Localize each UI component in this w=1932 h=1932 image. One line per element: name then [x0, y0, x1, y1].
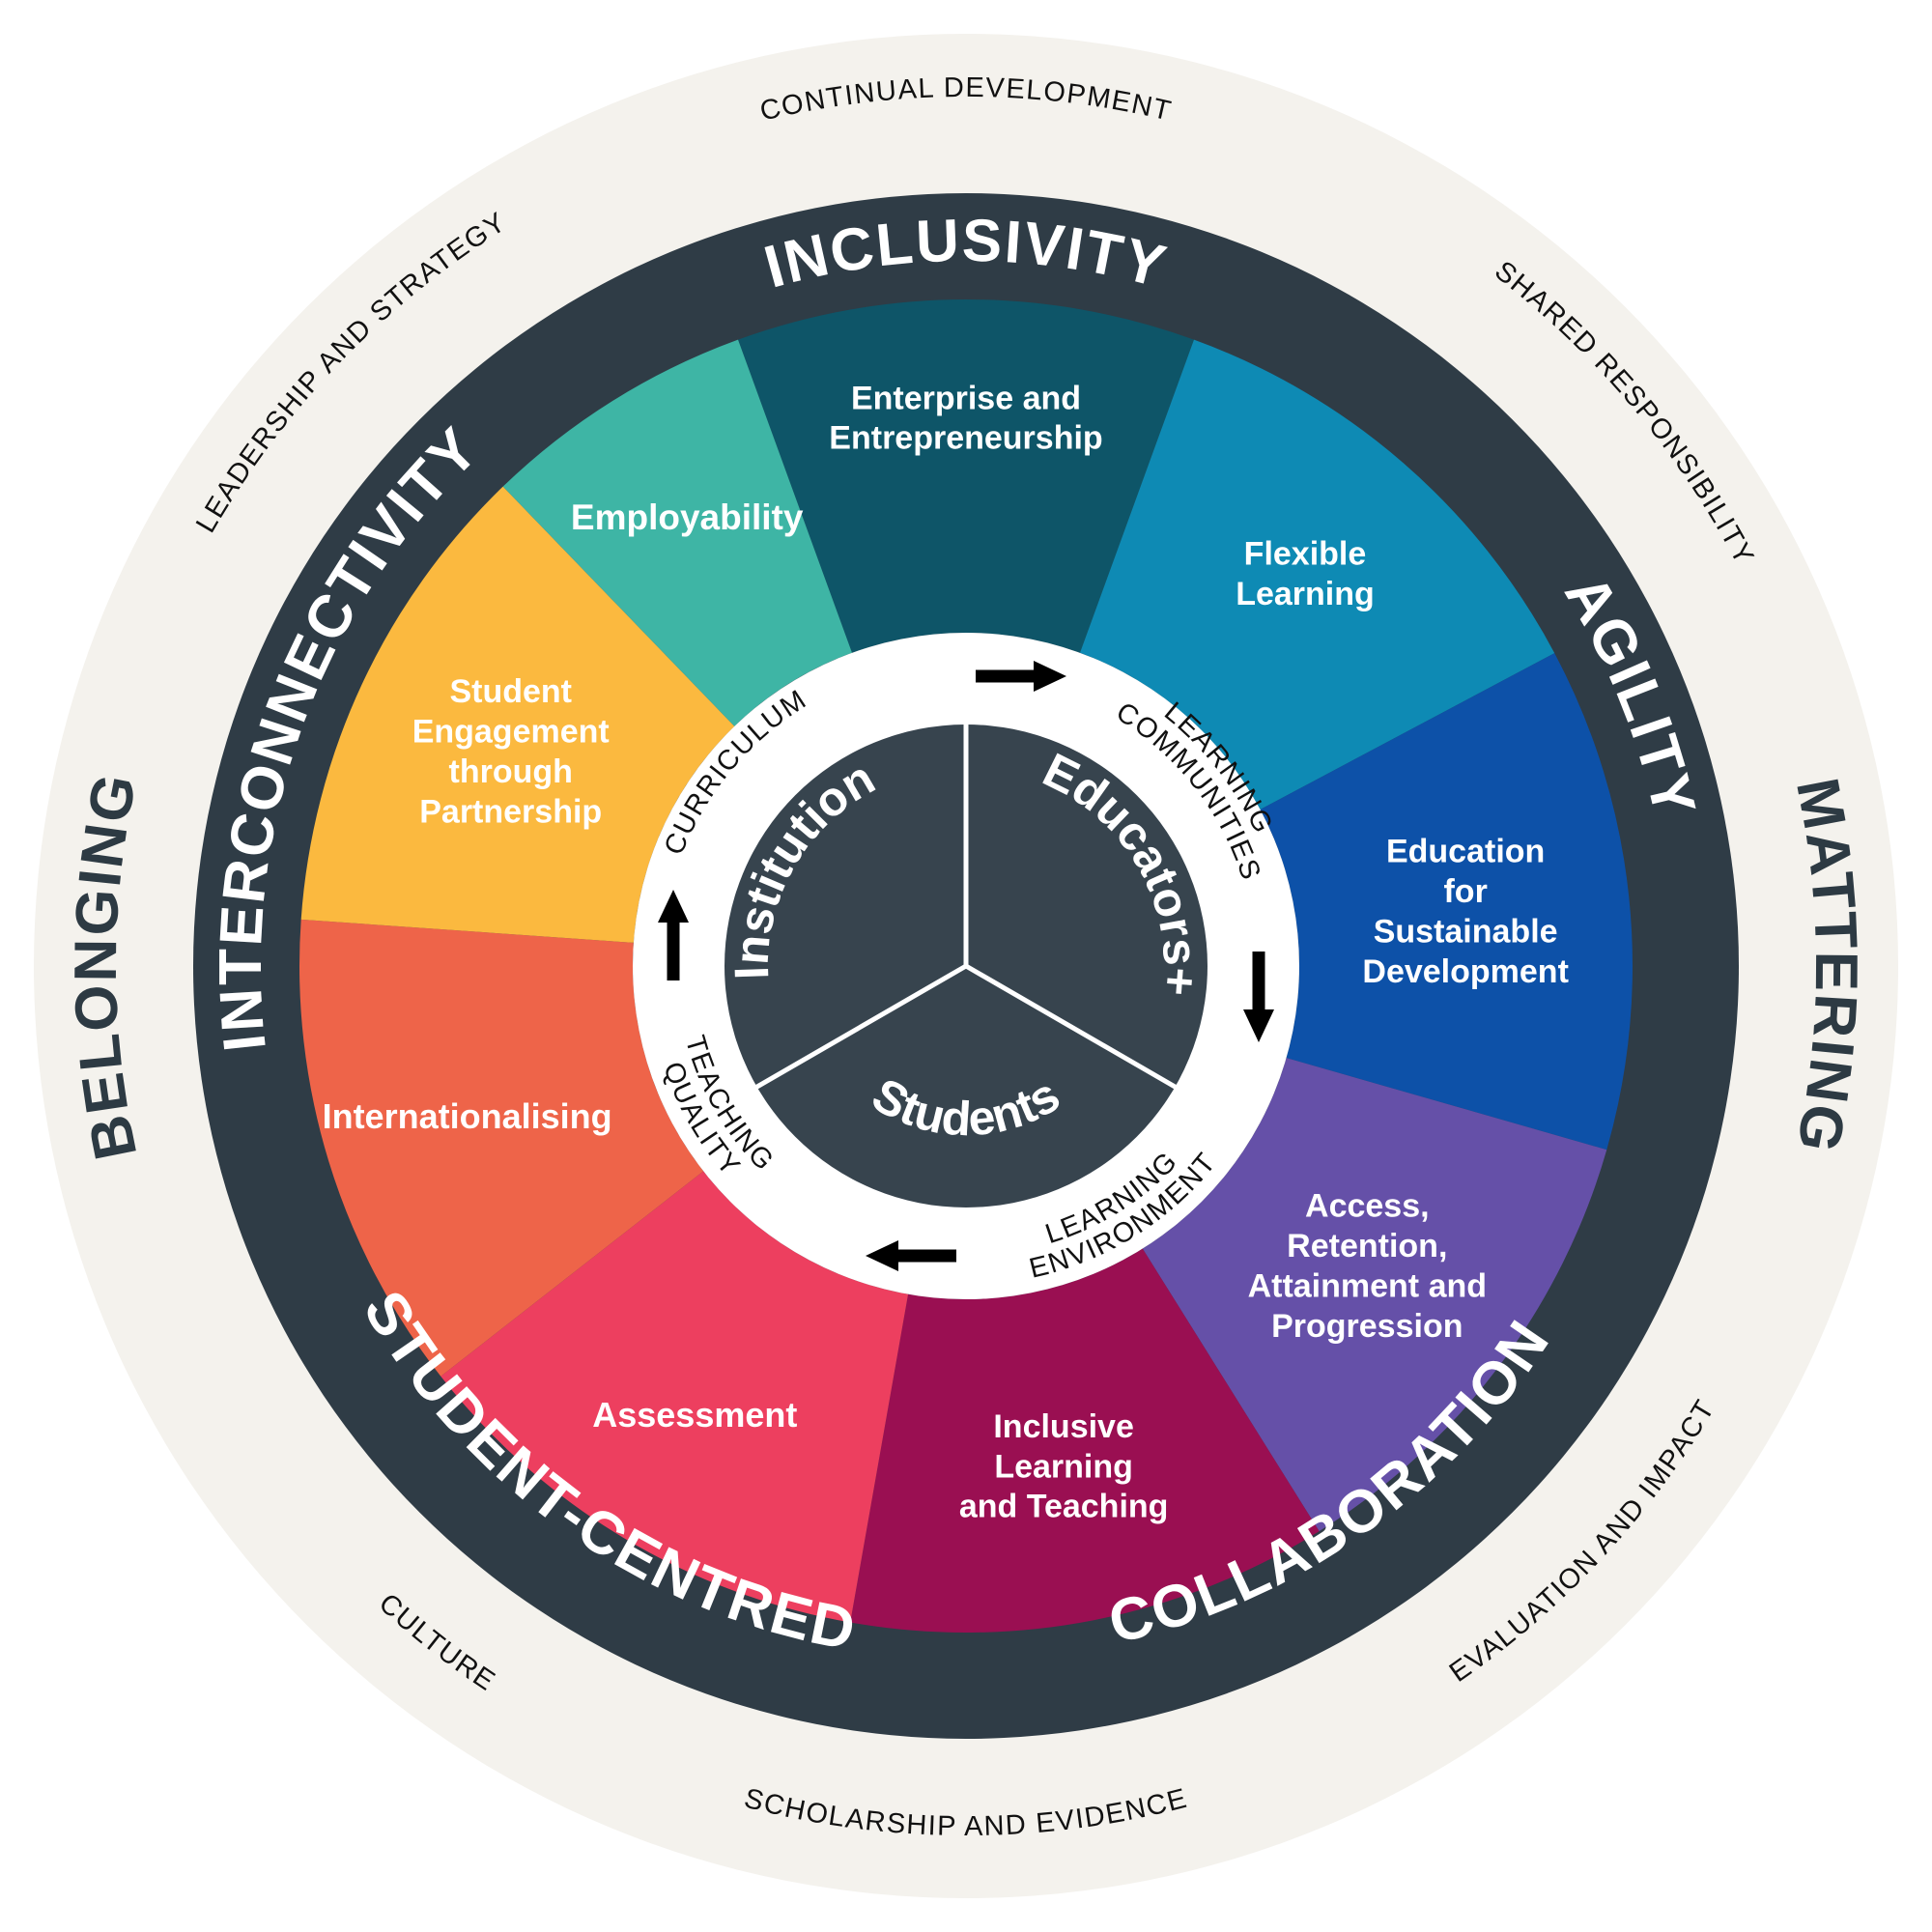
- wheel-segment[interactable]: [1142, 1058, 1607, 1532]
- arrow-right-top-icon: [976, 661, 1066, 692]
- wheel-segment[interactable]: [738, 299, 1194, 653]
- wheel-segment[interactable]: [1079, 339, 1555, 810]
- wheel-segment[interactable]: [502, 339, 853, 726]
- cycle-arrows-group: [658, 661, 1274, 1271]
- segment-label: Employability: [571, 497, 804, 537]
- segment-label: Assessment: [592, 1395, 797, 1435]
- wheel-segment[interactable]: [300, 486, 735, 943]
- wheel-segment[interactable]: [440, 1171, 909, 1623]
- arrow-up-left-icon: [658, 890, 689, 980]
- wheel-segment[interactable]: [299, 919, 704, 1377]
- segment-label: Internationalising: [323, 1095, 612, 1135]
- arrow-left-bottom-icon: [866, 1240, 956, 1271]
- arrow-down-right-icon: [1243, 952, 1274, 1042]
- core-circle: [724, 723, 1208, 1208]
- wheel-segment[interactable]: [850, 1248, 1320, 1633]
- segments-group: [299, 299, 1633, 1633]
- wheel-segment[interactable]: [1260, 653, 1633, 1151]
